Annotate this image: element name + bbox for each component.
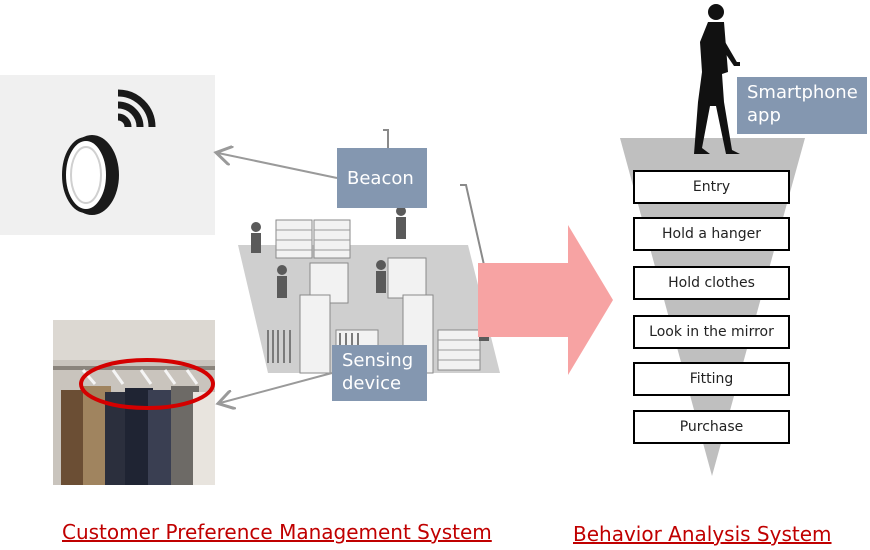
beacon-pointer-arrow bbox=[218, 153, 338, 179]
funnel-step-mirror: Look in the mirror bbox=[633, 315, 790, 349]
customer-preference-caption: Customer Preference Management System bbox=[62, 520, 492, 544]
store-floor-plan bbox=[238, 125, 500, 375]
beacon-signal-icon bbox=[62, 89, 156, 215]
funnel-step-purchase: Purchase bbox=[633, 410, 790, 444]
funnel-step-entry: Entry bbox=[633, 170, 790, 204]
funnel-step-fitting: Fitting bbox=[633, 362, 790, 396]
smartphone-app-label: Smartphone app bbox=[737, 77, 867, 134]
funnel-step-hold-hanger: Hold a hanger bbox=[633, 217, 790, 251]
sensing-pointer-arrow bbox=[220, 372, 333, 403]
beacon-device-panel bbox=[0, 75, 215, 235]
big-flow-arrow bbox=[478, 225, 613, 375]
beacon-label: Beacon bbox=[337, 148, 427, 208]
behavior-analysis-caption: Behavior Analysis System bbox=[573, 522, 832, 546]
walking-person-icon bbox=[694, 4, 740, 154]
sensing-device-label: Sensing device bbox=[332, 345, 427, 401]
highlight-ellipse bbox=[79, 358, 215, 410]
clothes-rack-photo bbox=[53, 320, 215, 485]
funnel-step-hold-clothes: Hold clothes bbox=[633, 266, 790, 300]
clothes-illustration bbox=[53, 320, 215, 485]
